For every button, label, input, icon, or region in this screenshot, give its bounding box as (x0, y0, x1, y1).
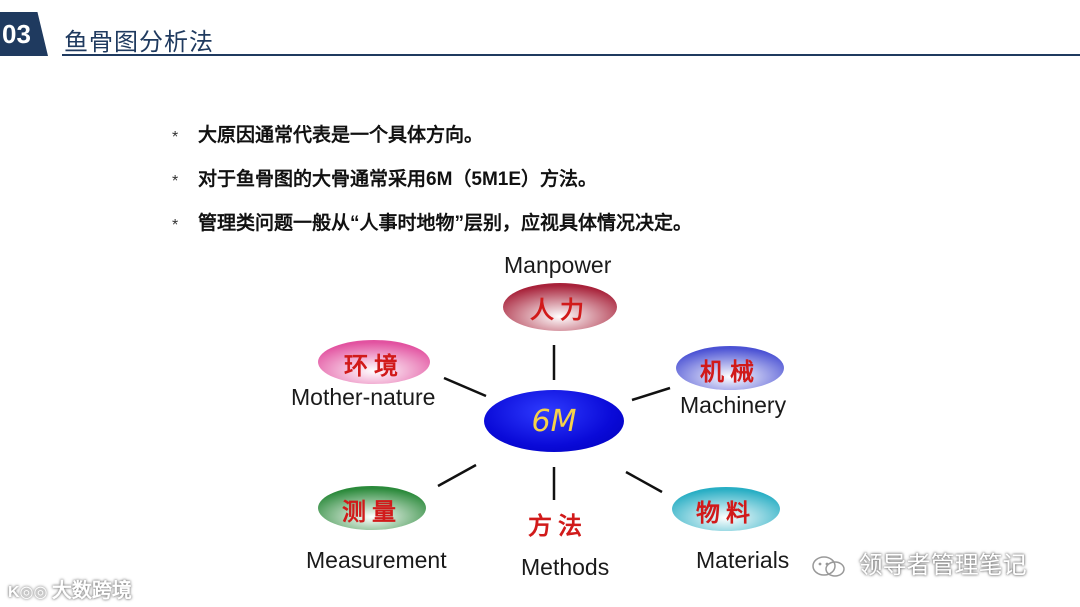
mothernature-label-en: Mother-nature (291, 384, 436, 410)
machinery-bubble (676, 346, 784, 390)
bullet-item: * 对于鱼骨图的大骨通常采用6M（5M1E）方法。 (172, 166, 692, 210)
manpower-label-cn: 人力 (530, 294, 590, 324)
bullet-marker: * (172, 217, 179, 234)
watermark-left: K◎◎ 大数跨境 (8, 574, 132, 603)
materials-bubble (672, 487, 780, 531)
machinery-label-en: Machinery (680, 392, 787, 418)
watermark-logo-icon: K◎◎ (8, 584, 52, 601)
slide-header: 03 鱼骨图分析法 (0, 0, 1080, 60)
mothernature-label-cn: 环境 (344, 350, 404, 380)
wechat-icon (812, 555, 845, 577)
mothernature-bubble (318, 340, 430, 384)
line-measurement (437, 463, 477, 488)
bullet-marker: * (172, 129, 179, 146)
measurement-label-cn: 测量 (342, 496, 402, 526)
line-mothernature (443, 376, 487, 398)
bullet-item: * 管理类问题一般从“人事时地物”层别，应视具体情况决定。 (172, 210, 692, 254)
manpower-bubble (503, 283, 617, 331)
header-divider (62, 54, 1080, 56)
center-6m-node: 6M (484, 390, 624, 452)
measurement-label-en: Measurement (306, 547, 447, 573)
bullet-list: * 大原因通常代表是一个具体方向。 * 对于鱼骨图的大骨通常采用6M（5M1E）… (172, 122, 692, 254)
measurement-bubble (318, 486, 426, 530)
bullet-text: 对于鱼骨图的大骨通常采用6M（5M1E）方法。 (198, 169, 598, 190)
bullet-item: * 大原因通常代表是一个具体方向。 (172, 122, 692, 166)
watermark-right-text: 领导者管理笔记 (858, 552, 1027, 579)
watermark-left-text: 大数跨境 (51, 580, 132, 602)
manpower-label-en: Manpower (504, 252, 612, 278)
machinery-label-cn: 机械 (700, 356, 760, 386)
bullet-marker: * (172, 173, 179, 190)
line-machinery (631, 386, 671, 402)
watermark-right: 领导者管理笔记 (812, 545, 1027, 580)
materials-label-cn: 物料 (696, 497, 756, 527)
bullet-text: 管理类问题一般从“人事时地物”层别，应视具体情况决定。 (198, 213, 693, 234)
methods-label-cn: 方法 (528, 510, 588, 540)
materials-label-en: Materials (696, 547, 790, 573)
methods-label-en: Methods (521, 554, 610, 580)
line-materials (625, 470, 663, 494)
slide-title: 鱼骨图分析法 (64, 29, 214, 56)
bullet-text: 大原因通常代表是一个具体方向。 (198, 125, 484, 146)
